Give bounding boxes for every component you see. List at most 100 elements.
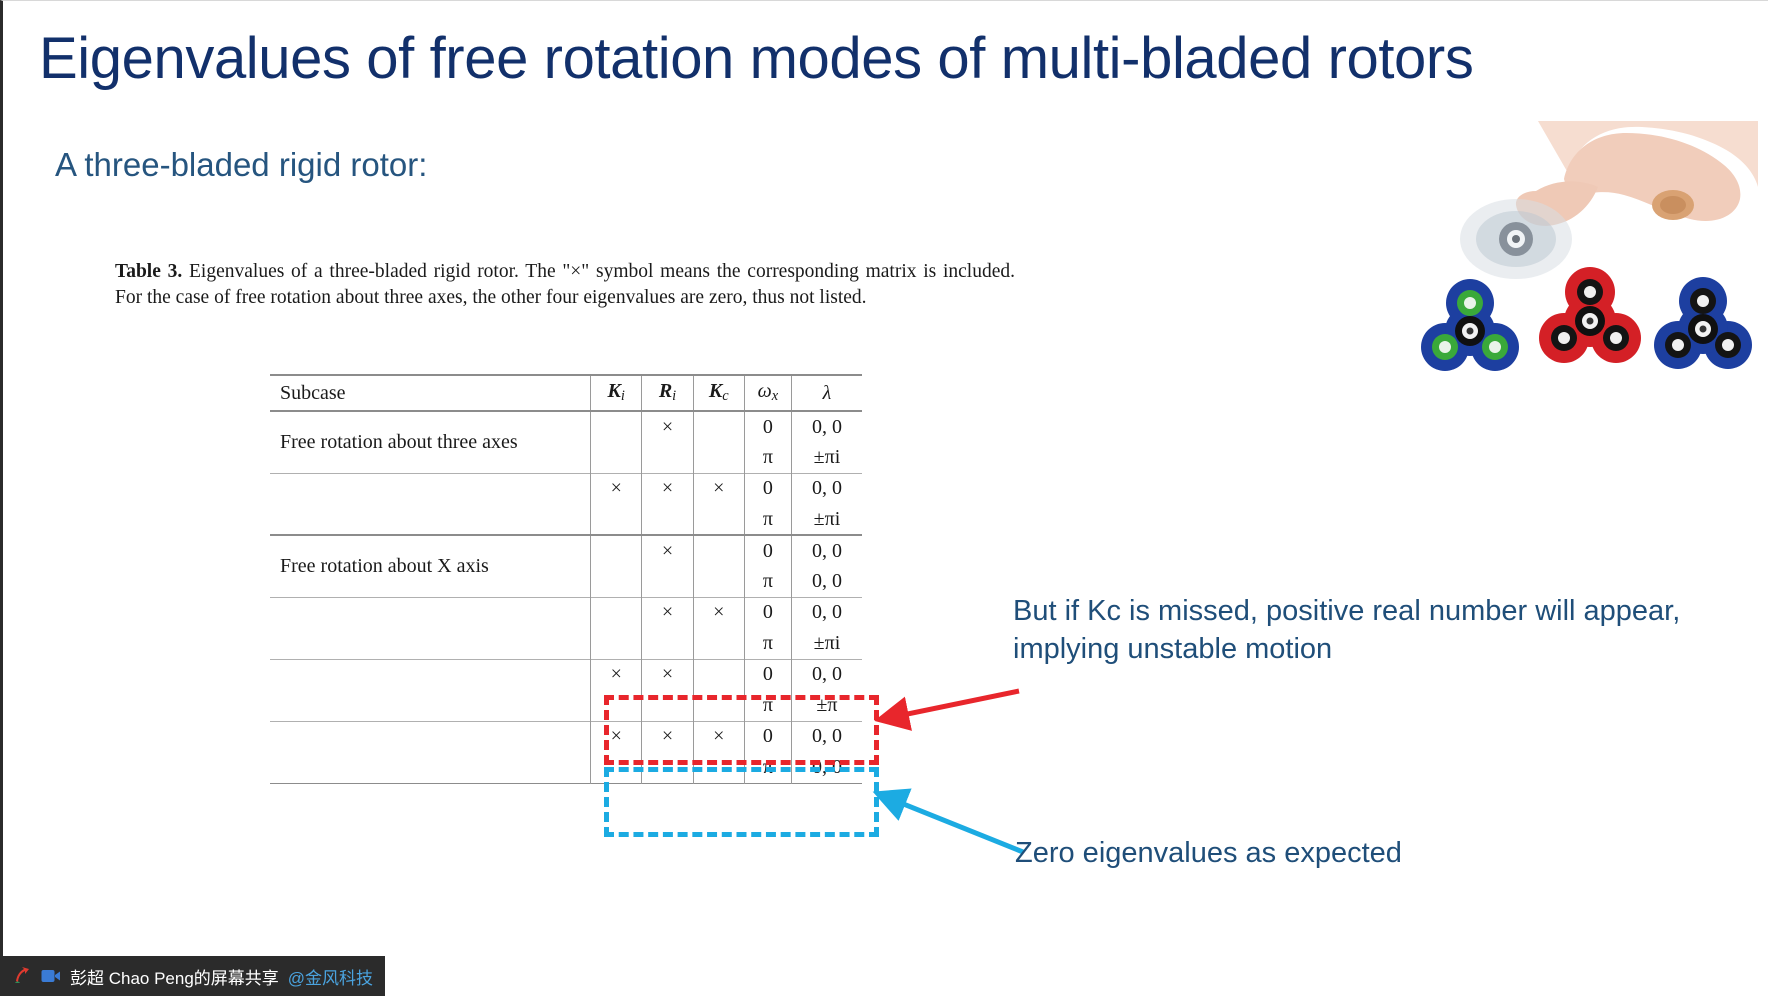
slide-subtitle: A three-bladed rigid rotor: — [55, 146, 428, 183]
cell-omega: π — [743, 752, 792, 783]
cell-kc — [692, 690, 745, 721]
fidget-spinner-photo — [1418, 121, 1763, 411]
table-row: π ±πi — [270, 628, 862, 659]
table-row: Free rotation about three axes × 0 0, 0 — [270, 410, 862, 473]
red-callout-text: But if Kc is missed, positive real numbe… — [1013, 595, 1681, 665]
cell-ki — [590, 504, 642, 535]
eigenvalue-table: Subcase Ki Ri Kc ωx λ Free rotation abou… — [270, 374, 862, 789]
blue-callout-text: Zero eigenvalues as expected — [1015, 837, 1402, 869]
cell-kc: × — [692, 720, 745, 752]
cell-subcase — [270, 720, 591, 783]
table-caption: Table 3. Eigenvalues of a three-bladed r… — [115, 259, 1015, 310]
spinner-blue — [1654, 277, 1752, 369]
cell-omega: π — [743, 690, 792, 721]
cell-kc: × — [692, 596, 745, 628]
cell-lambda: 0, 0 — [790, 752, 862, 783]
cell-omega: π — [743, 504, 792, 535]
cell-ri: × — [641, 596, 694, 628]
cell-omega: 0 — [743, 720, 792, 752]
cell-ki — [590, 442, 642, 473]
cell-kc: × — [692, 472, 745, 504]
taskbar: 彭超 Chao Peng的屏幕共享 @金风科技 — [3, 956, 1768, 996]
cell-ri: × — [641, 658, 694, 690]
slide-title: Eigenvalues of free rotation modes of mu… — [39, 26, 1474, 91]
cell-omega: π — [743, 566, 792, 597]
screen-share-icon[interactable] — [12, 966, 32, 986]
cell-lambda: ±πi — [790, 442, 862, 473]
cell-ki: × — [590, 720, 642, 752]
table-caption-text: Eigenvalues of a three-bladed rigid roto… — [115, 261, 1016, 308]
share-handle-text: @金风科技 — [287, 968, 374, 988]
spinner-green-blue — [1421, 279, 1519, 371]
table-row: × × 0 0, 0 — [270, 596, 862, 659]
cell-lambda: ±πi — [790, 628, 862, 659]
cell-ki: × — [590, 472, 642, 504]
cell-lambda: 0, 0 — [790, 566, 862, 597]
cell-ri: × — [641, 410, 694, 442]
cell-omega: 0 — [743, 534, 792, 566]
cell-ri: × — [641, 472, 694, 504]
cell-kc — [692, 534, 745, 566]
cell-subcase: Free rotation about X axis — [270, 534, 591, 597]
cell-kc — [692, 410, 745, 442]
cell-ri — [641, 566, 694, 597]
cell-lambda: ±π — [790, 690, 862, 721]
table-row: × × × 0 0, 0 — [270, 472, 862, 535]
cell-omega: 0 — [743, 472, 792, 504]
spinner-red — [1539, 267, 1641, 363]
cell-omega: 0 — [743, 596, 792, 628]
table-row: Free rotation about X axis × 0 0, 0 — [270, 534, 862, 597]
cell-subcase — [270, 596, 591, 659]
screen-share-status-bar[interactable]: 彭超 Chao Peng的屏幕共享 @金风科技 — [3, 956, 386, 996]
header-lambda: λ — [790, 374, 862, 411]
table-caption-label: Table 3. — [115, 261, 183, 282]
cell-ki — [590, 752, 642, 783]
cell-lambda: 0, 0 — [790, 596, 862, 628]
table-row-highlighted-blue: × × × 0 0, 0 — [270, 720, 862, 783]
cell-lambda: 0, 0 — [790, 534, 862, 566]
eigenvalue-table-wrapper: Subcase Ki Ri Kc ωx λ Free rotation abou… — [270, 374, 862, 789]
cell-subcase: Free rotation about three axes — [270, 410, 591, 473]
share-owner-text: 彭超 Chao Peng的屏幕共享 — [70, 968, 279, 988]
header-subcase: Subcase — [270, 374, 591, 411]
cell-lambda: 0, 0 — [790, 720, 862, 752]
cell-omega: π — [743, 442, 792, 473]
cell-subcase — [270, 658, 591, 721]
cell-lambda: 0, 0 — [790, 472, 862, 504]
cell-ki — [590, 410, 642, 442]
cell-kc — [692, 442, 745, 473]
camera-icon[interactable] — [41, 968, 61, 984]
table-row: π 0, 0 — [270, 566, 862, 597]
cell-ki — [590, 628, 642, 659]
cell-omega: 0 — [743, 410, 792, 442]
cell-ki — [590, 690, 642, 721]
cell-ri — [641, 504, 694, 535]
spinning-spinner — [1460, 199, 1572, 279]
header-ki: Ki — [590, 374, 642, 411]
cell-ri: × — [641, 720, 694, 752]
cell-kc — [692, 658, 745, 690]
cell-ri — [641, 442, 694, 473]
cell-lambda: ±πi — [790, 504, 862, 535]
cell-ri — [641, 752, 694, 783]
cell-ri: × — [641, 534, 694, 566]
cell-omega: 0 — [743, 658, 792, 690]
cell-ki — [590, 566, 642, 597]
table-figure: Table 3. Eigenvalues of a three-bladed r… — [115, 259, 1025, 789]
cell-ri — [641, 690, 694, 721]
table-row-highlighted-red: × × 0 0, 0 — [270, 658, 862, 721]
header-kc: Kc — [692, 374, 745, 411]
cell-ri — [641, 628, 694, 659]
blue-arrow — [872, 788, 1024, 855]
table-row: π ±πi — [270, 442, 862, 473]
cell-kc — [692, 504, 745, 535]
cell-kc — [692, 752, 745, 783]
table-header-row: Subcase Ki Ri Kc ωx λ — [270, 374, 862, 411]
cell-kc — [692, 566, 745, 597]
header-omega-x: ωx — [743, 374, 792, 411]
cell-ki — [590, 534, 642, 566]
cell-omega: π — [743, 628, 792, 659]
cell-kc — [692, 628, 745, 659]
table-bottom-rule — [270, 782, 862, 789]
